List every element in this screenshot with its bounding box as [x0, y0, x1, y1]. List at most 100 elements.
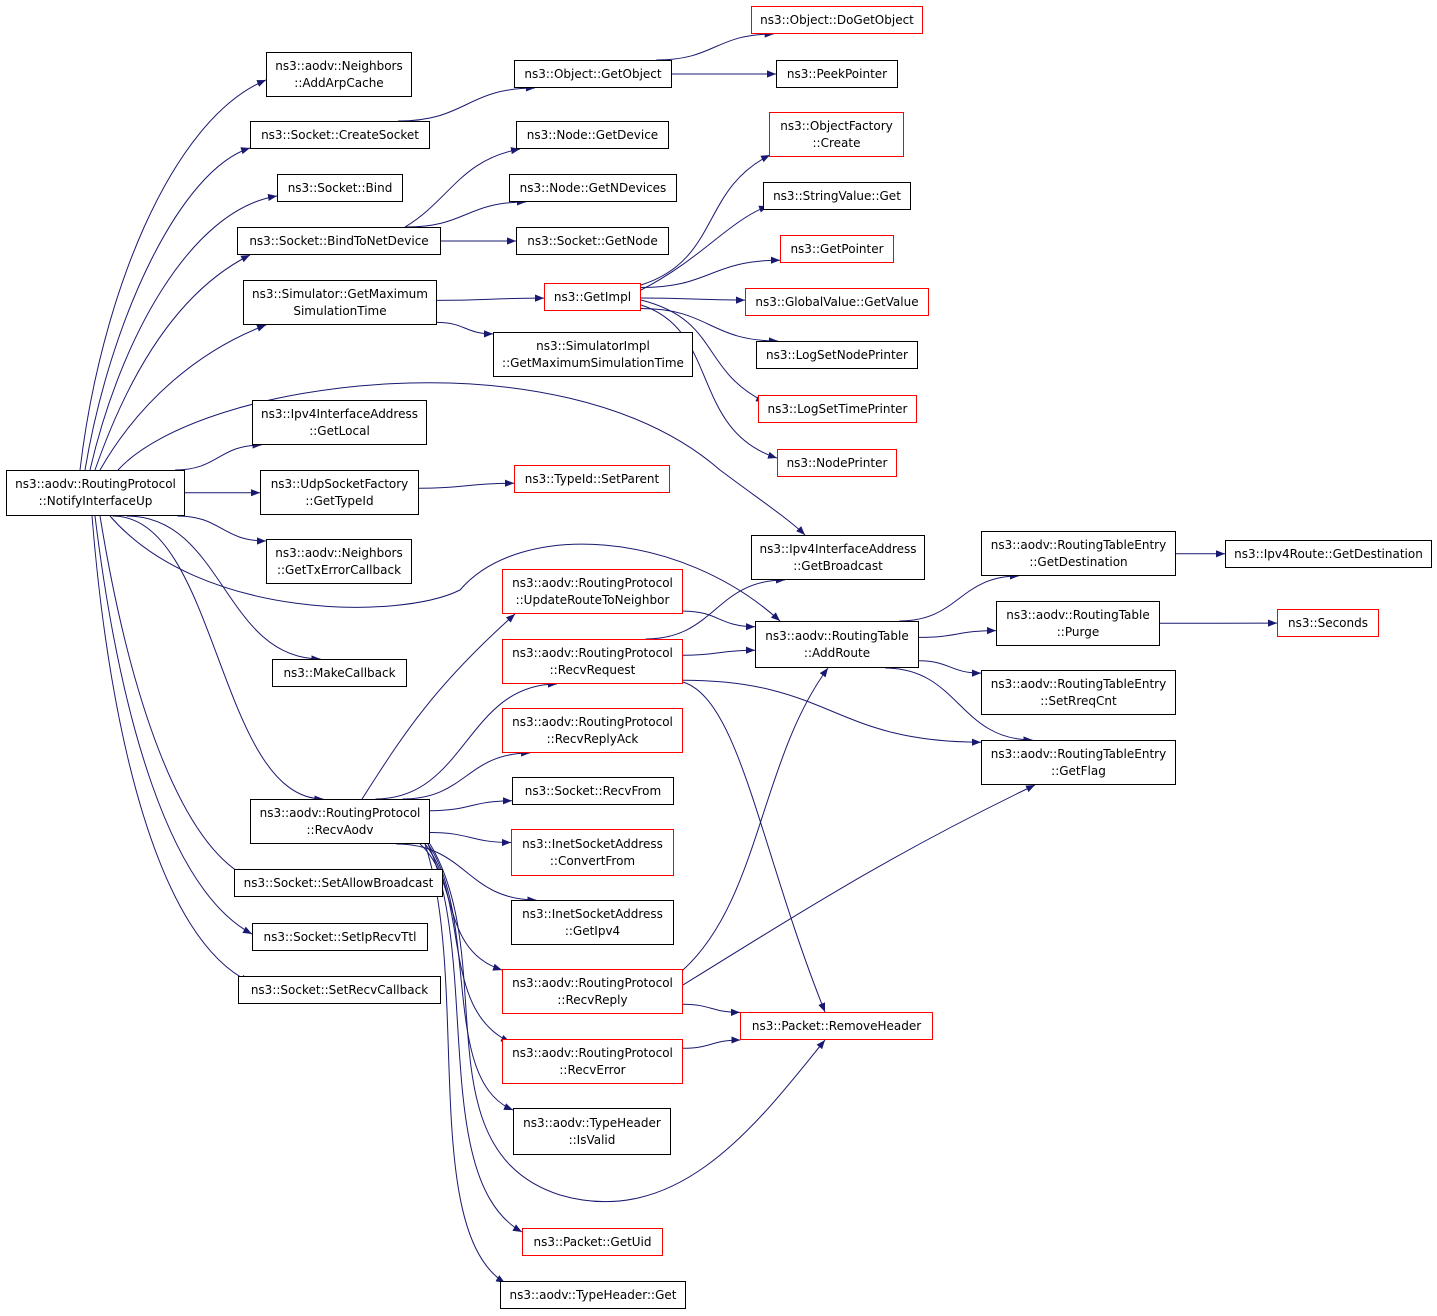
node-object-do-get-object[interactable]: ns3::Object::DoGetObject [751, 6, 923, 34]
node-packet-get-uid[interactable]: ns3::Packet::GetUid [522, 1228, 663, 1256]
node-label-line: ::SetRreqCnt [1040, 693, 1117, 708]
node-node-get-device[interactable]: ns3::Node::GetDevice [516, 121, 669, 149]
node-object-factory-create[interactable]: ns3::ObjectFactory ::Create [769, 112, 904, 157]
node-routing-table-entry-get-flag[interactable]: ns3::aodv::RoutingTableEntry ::GetFlag [981, 740, 1176, 785]
node-get-impl[interactable]: ns3::GetImpl [544, 283, 641, 311]
node-label-line: ns3::GlobalValue::GetValue [755, 294, 919, 309]
node-label-line: ns3::Socket::SetRecvCallback [250, 982, 429, 997]
node-label-line: ns3::Node::GetNDevices [519, 180, 667, 195]
node-inet-socket-address-convert-from[interactable]: ns3::InetSocketAddress ::ConvertFrom [511, 829, 674, 876]
node-simulator-get-maximum-simulation-time[interactable]: ns3::Simulator::GetMaximum SimulationTim… [243, 280, 437, 325]
call-edge-recvAodv-to-typeHeaderGet [424, 843, 506, 1284]
call-edge-recvAodv-to-recvReplyAck [402, 749, 531, 800]
node-label-line: ns3::Simulator::GetMaximum [252, 286, 428, 301]
node-type-id-set-parent[interactable]: ns3::TypeId::SetParent [514, 465, 670, 493]
node-label-line: ns3::Socket::RecvFrom [524, 783, 662, 798]
node-socket-recv-from[interactable]: ns3::Socket::RecvFrom [512, 777, 674, 805]
node-string-value-get[interactable]: ns3::StringValue::Get [763, 182, 911, 210]
node-socket-get-node[interactable]: ns3::Socket::GetNode [516, 227, 669, 255]
call-edge-recvAodv-to-inetGetIpv4 [396, 843, 537, 904]
call-edge-root-to-getTxErrorCb [177, 515, 267, 545]
node-label-line: ::GetMaximumSimulationTime [502, 355, 684, 370]
node-type-header-is-valid[interactable]: ns3::aodv::TypeHeader ::IsValid [513, 1108, 671, 1155]
call-edge-recvRequest-to-rteGetFlag [682, 679, 982, 746]
call-edge-root-to-createSocket [84, 147, 251, 471]
node-label-line: ns3::MakeCallback [283, 665, 396, 680]
node-routing-protocol-recv-reply[interactable]: ns3::aodv::RoutingProtocol ::RecvReply [502, 969, 683, 1014]
call-edge-root-to-bindToNetDevice [94, 254, 251, 471]
node-label-line: ::RecvError [559, 1062, 626, 1077]
node-label-line: ns3::Socket::BindToNetDevice [249, 233, 429, 248]
node-label-line: ::NotifyInterfaceUp [38, 494, 153, 508]
node-label-line: ns3::Socket::SetIpRecvTtl [263, 929, 417, 944]
node-socket-set-recv-callback[interactable]: ns3::Socket::SetRecvCallback [238, 976, 441, 1004]
node-root-notify-interface-up[interactable]: ns3::aodv::RoutingProtocol ::NotifyInter… [6, 470, 185, 516]
node-label-line: ns3::ObjectFactory [780, 118, 893, 133]
node-routing-table-entry-set-rreq-cnt[interactable]: ns3::aodv::RoutingTableEntry ::SetRreqCn… [981, 670, 1176, 715]
call-edge-root-to-setAllowBroadcast [99, 515, 246, 877]
node-make-callback[interactable]: ns3::MakeCallback [272, 659, 407, 687]
node-label-line: ns3::LogSetTimePrinter [767, 401, 908, 416]
node-socket-set-ip-recv-ttl[interactable]: ns3::Socket::SetIpRecvTtl [252, 923, 428, 951]
node-socket-set-allow-broadcast[interactable]: ns3::Socket::SetAllowBroadcast [234, 869, 443, 897]
node-label-line: ::GetTxErrorCallback [276, 562, 402, 577]
node-log-set-node-printer[interactable]: ns3::LogSetNodePrinter [756, 341, 918, 369]
node-label-line: ::AddRoute [803, 645, 871, 660]
node-ipv4-interface-address-get-local[interactable]: ns3::Ipv4InterfaceAddress ::GetLocal [252, 400, 427, 445]
node-routing-protocol-update-route-to-neighbor[interactable]: ns3::aodv::RoutingProtocol ::UpdateRoute… [502, 569, 683, 614]
node-socket-bind[interactable]: ns3::Socket::Bind [277, 174, 403, 202]
node-seconds[interactable]: ns3::Seconds [1277, 609, 1379, 637]
node-label-line: ::Create [812, 135, 861, 150]
call-edge-root-to-ipv4GetBroadcast [117, 382, 806, 536]
node-node-printer[interactable]: ns3::NodePrinter [777, 449, 897, 477]
call-edge-bindToNetDevice-to-nodeGetNDevices [406, 198, 526, 228]
node-label-line: ns3::PeekPointer [786, 66, 888, 81]
node-label-line: ns3::SimulatorImpl [536, 338, 650, 353]
node-ipv4-interface-address-get-broadcast[interactable]: ns3::Ipv4InterfaceAddress ::GetBroadcast [751, 535, 925, 580]
node-inet-socket-address-get-ipv4[interactable]: ns3::InetSocketAddress ::GetIpv4 [511, 900, 674, 945]
call-edge-recvRequest-to-packetRemoveHeader [682, 681, 826, 1013]
node-neighbors-get-tx-error-callback[interactable]: ns3::aodv::Neighbors ::GetTxErrorCallbac… [266, 539, 412, 584]
node-routing-table-add-route[interactable]: ns3::aodv::RoutingTable ::AddRoute [755, 621, 919, 668]
node-label-line: ns3::Packet::RemoveHeader [751, 1018, 922, 1033]
node-global-value-get-value[interactable]: ns3::GlobalValue::GetValue [745, 288, 929, 316]
call-edge-routingTableAddRoute-to-rteSetRreqCnt [918, 660, 982, 677]
node-routing-protocol-recv-aodv[interactable]: ns3::aodv::RoutingProtocol ::RecvAodv [250, 799, 430, 844]
node-label-line: ::GetIpv4 [564, 923, 621, 938]
call-edge-root-to-bind [89, 193, 278, 471]
node-label-line: ns3::aodv::RoutingProtocol [512, 714, 673, 729]
call-edge-getImpl-to-nodePrinter [640, 304, 778, 459]
node-label-line: ns3::GetPointer [790, 241, 884, 256]
node-label-line: ns3::GetImpl [553, 289, 632, 304]
node-label-line: ns3::InetSocketAddress [522, 836, 663, 851]
node-routing-table-purge[interactable]: ns3::aodv::RoutingTable ::Purge [996, 601, 1160, 646]
call-edge-getImpl-to-objectFactoryCreate [640, 154, 771, 286]
call-edge-recvReply-to-packetRemoveHeader [682, 1003, 741, 1016]
node-object-get-object[interactable]: ns3::Object::GetObject [514, 60, 672, 88]
node-label-line: ns3::Socket::GetNode [527, 233, 658, 248]
node-label-line: ns3::Ipv4InterfaceAddress [759, 541, 917, 556]
node-ipv4-route-get-destination[interactable]: ns3::Ipv4Route::GetDestination [1225, 540, 1432, 568]
node-label-line: ::GetTypeId [305, 493, 374, 508]
node-routing-table-entry-get-destination[interactable]: ns3::aodv::RoutingTableEntry ::GetDestin… [981, 531, 1176, 576]
node-label-line: ns3::Socket::SetAllowBroadcast [243, 875, 434, 890]
call-edge-root-to-setRecvCallback [91, 515, 251, 983]
node-simulator-impl-get-maximum-simulation-time[interactable]: ns3::SimulatorImpl ::GetMaximumSimulatio… [493, 332, 693, 377]
node-type-header-get[interactable]: ns3::aodv::TypeHeader::Get [500, 1281, 686, 1309]
node-socket-create-socket[interactable]: ns3::Socket::CreateSocket [250, 121, 430, 149]
node-routing-protocol-recv-error[interactable]: ns3::aodv::RoutingProtocol ::RecvError [502, 1039, 683, 1084]
call-edge-recvReply-to-rteGetFlag [682, 784, 1036, 986]
node-neighbors-add-arp-cache[interactable]: ns3::aodv::Neighbors ::AddArpCache [266, 52, 412, 97]
node-log-set-time-printer[interactable]: ns3::LogSetTimePrinter [758, 395, 917, 423]
node-node-get-n-devices[interactable]: ns3::Node::GetNDevices [509, 174, 677, 202]
node-udp-socket-factory-get-type-id[interactable]: ns3::UdpSocketFactory ::GetTypeId [260, 470, 419, 515]
node-peek-pointer[interactable]: ns3::PeekPointer [776, 60, 898, 88]
node-packet-remove-header[interactable]: ns3::Packet::RemoveHeader [740, 1012, 933, 1040]
node-routing-protocol-recv-reply-ack[interactable]: ns3::aodv::RoutingProtocol ::RecvReplyAc… [502, 708, 683, 753]
node-socket-bind-to-net-device[interactable]: ns3::Socket::BindToNetDevice [237, 227, 441, 255]
node-routing-protocol-recv-request[interactable]: ns3::aodv::RoutingProtocol ::RecvRequest [502, 639, 683, 684]
node-label-line: ::GetDestination [1029, 554, 1128, 569]
call-edge-recvAodv-to-recvRequest [375, 680, 558, 800]
node-get-pointer[interactable]: ns3::GetPointer [780, 235, 894, 263]
node-label-line: ns3::aodv::RoutingProtocol [259, 805, 421, 820]
